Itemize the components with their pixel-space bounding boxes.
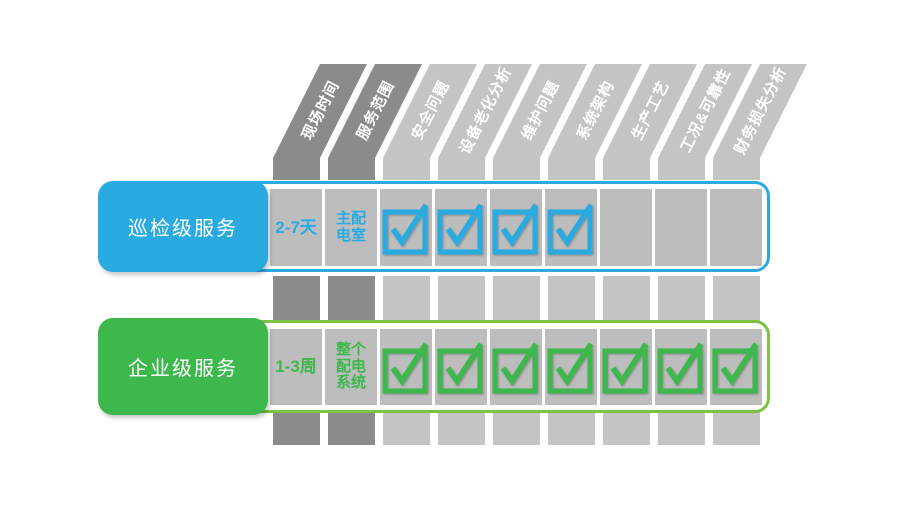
row-cells: 1-3周整个 配电 系统 [113, 323, 767, 410]
service-scope-cell: 主配 电室 [325, 189, 377, 266]
row-label-text: 巡检级服务 [128, 218, 238, 240]
onsite-time-cell: 2-7天 [270, 189, 322, 266]
checkmark-icon [437, 203, 484, 254]
feature-cell [655, 329, 707, 405]
row-label-inspection: 巡检级服务 [98, 181, 268, 272]
feature-cell [710, 329, 762, 405]
checkmark-icon [382, 203, 429, 254]
checkmark-icon [437, 342, 484, 394]
feature-cell [545, 329, 597, 405]
column-header-label: 维护问题 [518, 78, 563, 143]
feature-cell [490, 329, 542, 405]
empty-cell [655, 189, 707, 266]
feature-cell [545, 189, 597, 266]
feature-cell [380, 329, 432, 405]
feature-cell [490, 189, 542, 266]
checkmark-icon [492, 203, 539, 254]
checkmark-icon [547, 203, 594, 254]
checkmark-icon [602, 342, 649, 394]
feature-cell [380, 189, 432, 266]
column-header-label: 现场时间 [298, 78, 343, 143]
service-scope-text: 整个 配电 系统 [335, 340, 366, 392]
row-label-enterprise: 企业级服务 [98, 318, 268, 415]
onsite-time-text: 1-3周 [275, 357, 317, 377]
onsite-time-cell: 1-3周 [270, 329, 322, 405]
row-cells: 2-7天主配 电室 [113, 184, 767, 269]
column-header-label: 系统架构 [573, 78, 618, 143]
feature-cell [435, 189, 487, 266]
checkmark-icon [382, 342, 429, 394]
checkmark-icon [712, 342, 759, 394]
row-label-text: 企业级服务 [128, 358, 238, 380]
onsite-time-text: 2-7天 [275, 217, 317, 237]
feature-cell [435, 329, 487, 405]
empty-cell [600, 189, 652, 266]
checkmark-icon [492, 342, 539, 394]
checkmark-icon [547, 342, 594, 394]
column-header-label: 服务范围 [353, 78, 398, 143]
service-scope-text: 主配 电室 [335, 209, 366, 244]
checkmark-icon [657, 342, 704, 394]
service-scope-cell: 整个 配电 系统 [325, 329, 377, 405]
column-header-label: 生产工艺 [628, 78, 673, 143]
empty-cell [710, 189, 762, 266]
column-header-label: 安全问题 [408, 78, 453, 143]
feature-cell [600, 329, 652, 405]
